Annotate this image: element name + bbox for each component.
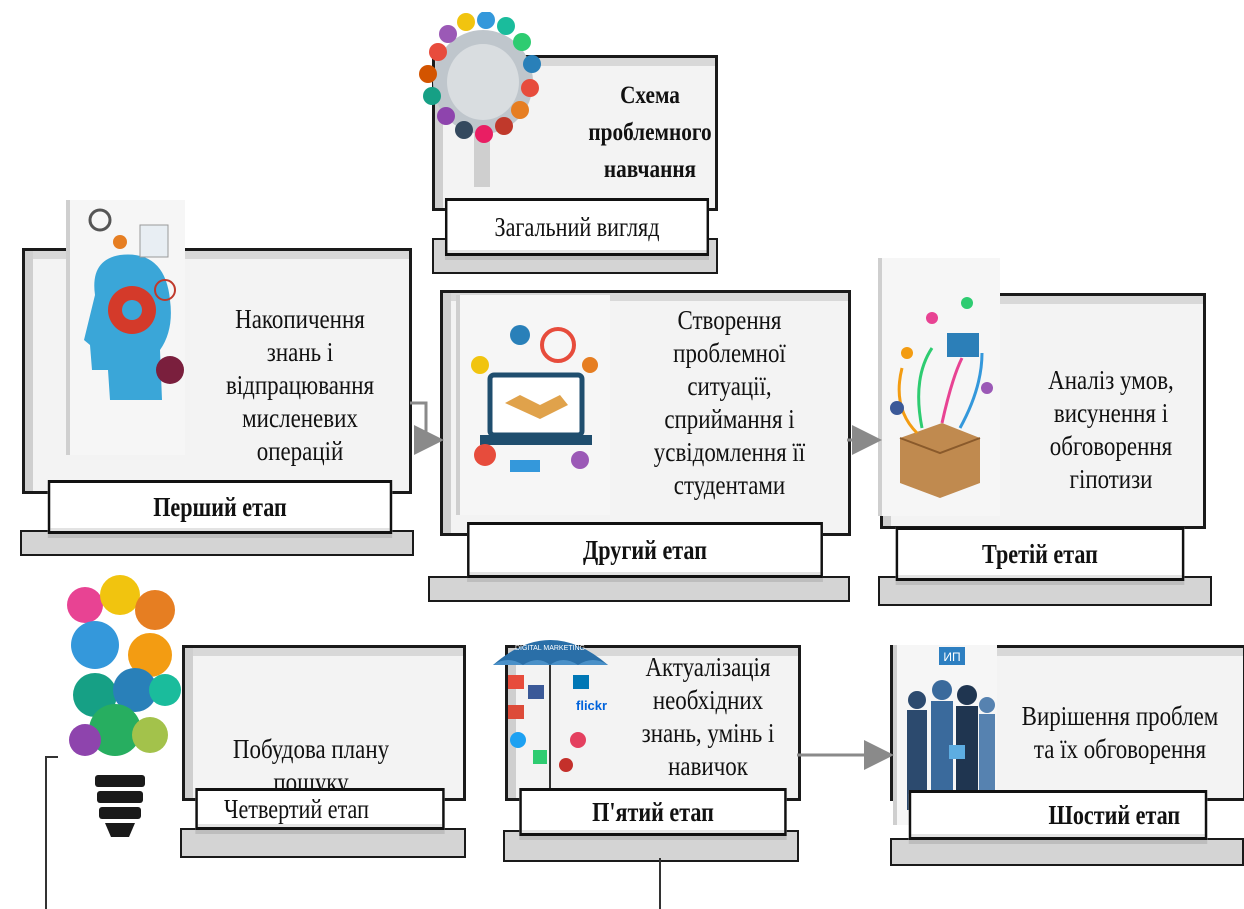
- stage6-card-back: [890, 838, 1244, 866]
- arrow-stage1-to-stage2: [410, 401, 444, 455]
- stage2-label: Другий етап: [467, 522, 823, 578]
- stage1-text: Накопичення знань і відпрацювання мислен…: [225, 303, 375, 466]
- tree-social-media-icons: [418, 12, 548, 187]
- umbrella-caption: DIGITAL MARKETING: [515, 645, 585, 652]
- stage3-label: Третій етап: [895, 527, 1185, 581]
- line-stage4-left: [45, 756, 58, 909]
- stage4-label: Четвертий етап: [195, 788, 445, 830]
- open-box-network-illustration: [878, 258, 1000, 516]
- digital-marketing-umbrella-illustration: DIGITAL MARKETING flickr: [488, 610, 613, 810]
- stage2-card-back: [428, 576, 850, 602]
- stage2-text: Створення проблемної ситуації, сприйманн…: [653, 305, 806, 500]
- stage3-text: Аналіз умов, висунення і обговорення гіп…: [1048, 365, 1174, 494]
- diagram-title: Схема проблемного навчання: [588, 82, 712, 183]
- team-sign-text: ИП: [943, 650, 960, 664]
- lightbulb-icons-illustration: [55, 565, 190, 865]
- stage4-card-back: [180, 828, 466, 858]
- head-gears-illustration: [66, 200, 185, 455]
- flickr-text: flickr: [576, 698, 607, 713]
- title-subtitle-label: Загальний вигляд: [444, 198, 710, 256]
- laptop-handshake-illustration: [456, 295, 610, 515]
- stage5-text: Актуалізація необхідних знань, умінь і н…: [641, 652, 775, 781]
- stage5-label: П'ятий етап: [519, 788, 787, 836]
- stage6-label: Шостий етап: [908, 790, 1208, 840]
- stage5-card: [505, 645, 801, 801]
- stage1-label: Перший етап: [47, 480, 393, 534]
- stage6-text: Вирішення проблем та їх обговорення: [1021, 700, 1219, 764]
- stage4-card: [182, 645, 466, 801]
